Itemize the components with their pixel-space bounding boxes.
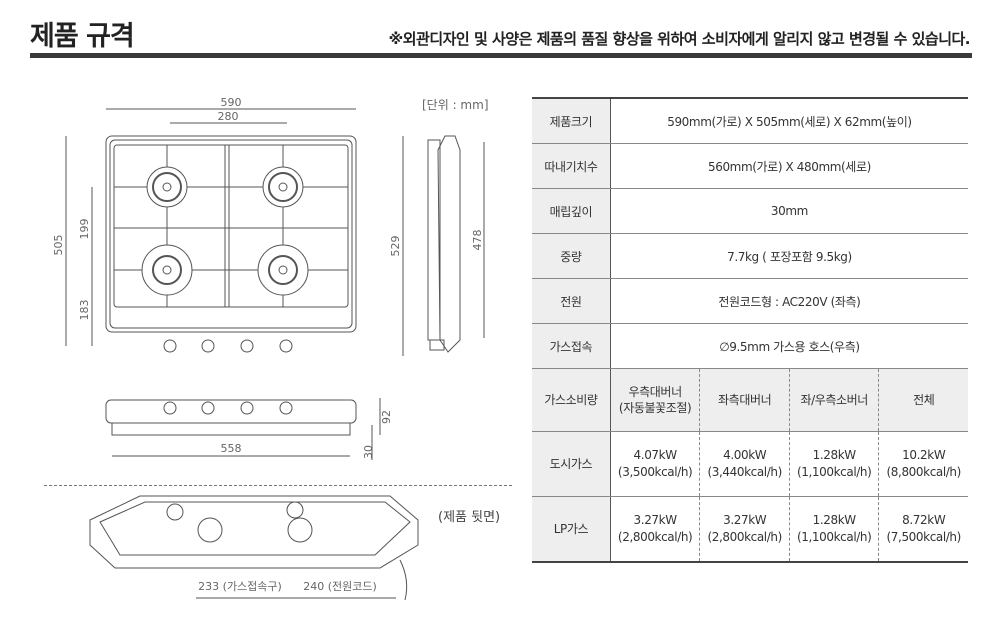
spec-value: 590mm(가로) X 505mm(세로) X 62mm(높이) (610, 98, 968, 144)
spec-label: 가스접속 (532, 323, 611, 369)
value-cell: 4.00kW (3,440kcal/h) (699, 431, 790, 497)
dim-side-total: 529 (389, 236, 402, 257)
gas-inlet-label: 233 (가스접속구) (198, 580, 282, 593)
column-header: 좌측대버너 (699, 368, 790, 432)
spec-value: 7.7kg ( 포장포함 9.5kg) (610, 233, 968, 279)
dim-lower: 183 (78, 300, 91, 321)
column-header-line: (자동불꽃조절) (618, 401, 692, 415)
spec-value: 전원코드형 : AC220V (좌측) (610, 278, 968, 324)
dim-depth: 505 (52, 235, 65, 256)
kw: 3.27kW (633, 513, 678, 527)
spec-label: 따내기치수 (532, 143, 611, 189)
front-view (105, 398, 381, 460)
row-label: LP가스 (532, 496, 611, 563)
value-cell: 1.28kW (1,100kcal/h) (788, 496, 879, 563)
kw: 8.72kW (902, 513, 946, 527)
kw: 1.28kW (812, 448, 857, 462)
back-view-label: (제품 뒷면) (438, 510, 501, 525)
kw: 3.27kW (723, 513, 767, 527)
page-title: 제품 규격 (30, 21, 135, 52)
dim-burner-spacing: 280 (218, 110, 239, 123)
kcal: (2,800kcal/h) (617, 530, 693, 544)
unit-label: [단위 : mm] (422, 98, 489, 112)
kw: 10.2kW (902, 448, 946, 462)
dim-bottom-height: 30 (362, 445, 375, 459)
kcal: (2,800kcal/h) (707, 530, 782, 544)
value-cell: 1.28kW (1,100kcal/h) (788, 431, 879, 497)
knobs (163, 339, 293, 353)
top-view (65, 108, 357, 353)
kcal: (7,500kcal/h) (886, 530, 962, 544)
kw: 4.00kW (723, 448, 767, 462)
row-label: 도시가스 (532, 431, 611, 497)
technical-drawing: 590 280 505 199 183 529 478 558 92 30 23… (52, 96, 485, 601)
kcal: (3,440kcal/h) (707, 465, 782, 479)
column-header: 전체 (878, 368, 968, 432)
dim-side-inner: 478 (471, 230, 484, 251)
value-cell: 8.72kW (7,500kcal/h) (878, 496, 968, 563)
kw: 1.28kW (812, 513, 857, 527)
side-view (402, 135, 485, 356)
value-cell: 3.27kW (2,800kcal/h) (699, 496, 790, 563)
dim-bottom-width: 558 (221, 442, 242, 455)
spec-label: 제품크기 (532, 98, 611, 144)
column-header: 우측대버너 (자동불꽃조절) (610, 368, 700, 432)
kw: 4.07kW (633, 448, 678, 462)
value-cell: 4.07kW (3,500kcal/h) (610, 431, 700, 497)
spec-value: ∅9.5mm 가스용 호스(우측) (610, 323, 968, 369)
kcal: (1,100kcal/h) (796, 530, 872, 544)
spec-value: 30mm (610, 188, 968, 234)
dim-height: 92 (380, 410, 393, 424)
section-divider (44, 485, 512, 486)
dim-width: 590 (221, 96, 242, 109)
disclaimer-notice: ※외관디자인 및 사양은 제품의 품질 향상을 위하여 소비자에게 알리지 않고… (388, 30, 971, 48)
kcal: (8,800kcal/h) (886, 465, 962, 479)
power-cord-label: 240 (전원코드) (303, 580, 377, 593)
spec-label: 중량 (532, 233, 611, 279)
spec-value: 560mm(가로) X 480mm(세로) (610, 143, 968, 189)
consumption-label: 가스소비량 (532, 368, 611, 432)
value-cell: 3.27kW (2,800kcal/h) (610, 496, 700, 563)
kcal: (1,100kcal/h) (796, 465, 872, 479)
perspective-view (89, 495, 419, 601)
kcal: (3,500kcal/h) (617, 465, 693, 479)
spec-label: 매립깊이 (532, 188, 611, 234)
column-header-line: 우측대버너 (628, 385, 683, 399)
dim-upper: 199 (78, 219, 91, 240)
column-header: 좌/우측소버너 (788, 368, 879, 432)
spec-label: 전원 (532, 278, 611, 324)
header-divider (30, 53, 972, 58)
value-cell: 10.2kW (8,800kcal/h) (878, 431, 968, 497)
